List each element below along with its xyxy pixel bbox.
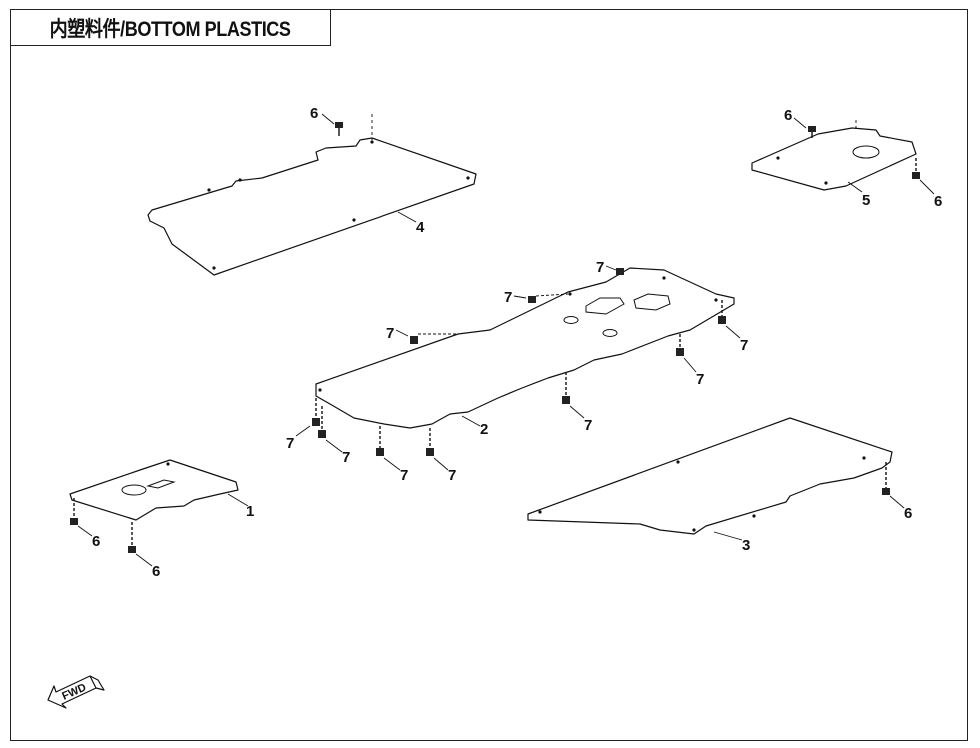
callout-part-1: 1 [246,503,254,520]
callout-part-4: 4 [416,219,425,236]
bolt-7-e: 7 [676,334,704,388]
callout-bolt-6c: 6 [934,193,942,210]
part-3-panel: 3 [527,417,893,554]
callout-bolt-7g: 7 [286,435,294,452]
bolt-7-j: 7 [426,428,456,484]
bolt-7-g: 7 [286,398,320,452]
bolt-6-a: 6 [310,105,373,140]
fwd-label: FWD [60,682,88,703]
callout-part-3: 3 [742,537,750,554]
callout-bolt-7c: 7 [386,325,394,342]
callout-bolt-7a: 7 [596,259,604,276]
callout-part-2: 2 [480,421,488,438]
bolt-6-b: 6 [784,107,857,138]
part-2-panel: 2 [315,267,735,438]
bolt-7-f: 7 [562,372,592,434]
callout-bolt-6b: 6 [784,107,792,124]
bolt-6-d: 6 [70,498,100,550]
callout-bolt-6e: 6 [152,563,160,580]
callout-bolt-6f: 6 [904,505,912,522]
callout-bolt-7d: 7 [740,337,748,354]
title-box: 内塑料件/BOTTOM PLASTICS [10,9,331,46]
bolt-6-c: 6 [912,158,942,210]
callout-part-5: 5 [862,192,870,209]
callout-bolt-7j: 7 [448,467,456,484]
page-title: 内塑料件/BOTTOM PLASTICS [50,17,291,41]
part-1-panel: 1 [69,459,254,521]
fwd-arrow-icon: FWD [47,675,105,709]
bolt-6-e: 6 [128,522,160,580]
part-4-panel: 4 [147,137,477,276]
bolt-7-a: 7 [596,259,624,276]
bolt-7-d: 7 [718,300,748,354]
callout-bolt-6d: 6 [92,533,100,550]
callout-bolt-7f: 7 [584,417,592,434]
callout-bolt-6a: 6 [310,105,318,122]
bolt-7-b: 7 [504,289,569,306]
callout-bolt-7b: 7 [504,289,512,306]
callout-bolt-7e: 7 [696,371,704,388]
drawing-frame [10,9,968,741]
bolt-7-h: 7 [318,406,350,466]
callout-bolt-7i: 7 [400,467,408,484]
callout-bolt-7h: 7 [342,449,350,466]
bolt-6-f: 6 [882,462,912,522]
bolt-7-c: 7 [386,325,456,344]
bolt-7-i: 7 [376,426,408,484]
part-5-panel: 5 [751,127,917,209]
